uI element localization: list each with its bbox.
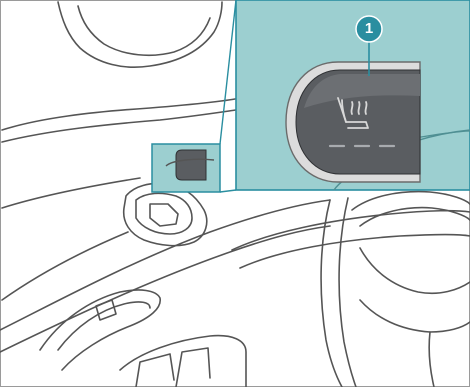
detail-inset [236, 0, 470, 190]
seat-heating-button [286, 62, 420, 182]
switch-location-highlight [152, 144, 220, 192]
callout-number: 1 [356, 16, 382, 42]
